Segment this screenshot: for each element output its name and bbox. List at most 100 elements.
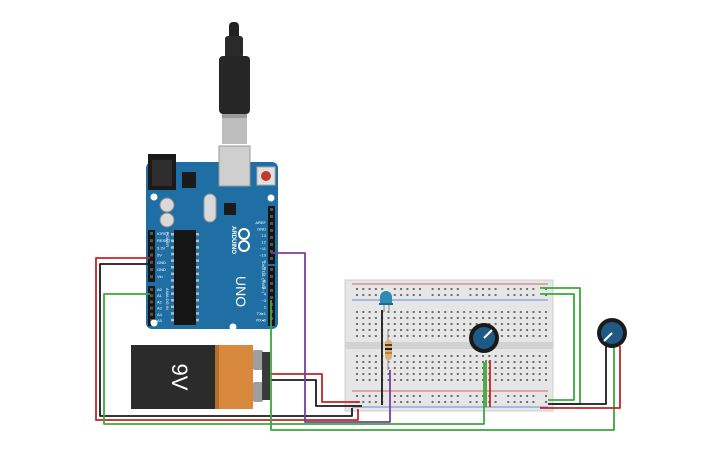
breadboard-hole	[513, 323, 516, 325]
header-pin	[150, 253, 153, 257]
digital-header-upper[interactable]	[268, 206, 275, 264]
wire-arduino-5v[interactable]	[95, 257, 359, 421]
pin-label: 4	[264, 292, 267, 297]
breadboard-hole	[526, 329, 529, 331]
wire-rail-green-2[interactable]	[540, 293, 575, 401]
breadboard-hole	[368, 317, 371, 319]
pin-label: RESET	[157, 238, 171, 243]
header-pin	[150, 294, 153, 298]
breadboard-hole	[500, 367, 503, 369]
breadboard-hole	[400, 288, 403, 290]
breadboard-hole	[412, 288, 415, 290]
breadboard-hole	[356, 335, 358, 337]
header-pin	[150, 246, 153, 250]
breadboard-hole	[400, 367, 403, 369]
header-pin	[270, 236, 273, 239]
pin-label: A2	[157, 299, 163, 304]
battery-cap-shade	[215, 345, 219, 409]
breadboard-hole	[419, 294, 421, 296]
wire-pot2-black[interactable]	[548, 346, 607, 405]
wire-battery-negative[interactable]	[270, 379, 362, 407]
atmega-chip-pins	[171, 233, 199, 322]
breadboard-hole	[356, 373, 358, 375]
breadboard-hole	[419, 335, 421, 337]
breadboard-hole	[532, 355, 535, 357]
breadboard-hole	[437, 323, 440, 325]
breadboard-hole	[545, 361, 547, 363]
breadboard-hole	[456, 395, 459, 397]
pin-label: ~3	[261, 298, 266, 303]
potentiometer-2[interactable]	[597, 318, 627, 348]
breadboard-hole	[482, 317, 484, 319]
breadboard-hole	[362, 395, 365, 397]
chip-pin	[196, 233, 199, 236]
resistor[interactable]	[385, 330, 392, 370]
breadboard-hole	[450, 361, 453, 363]
breadboard-hole	[513, 335, 516, 337]
breadboard-hole	[406, 401, 409, 403]
potentiometer-1[interactable]	[469, 323, 499, 353]
wire-arduino-gnd[interactable]	[99, 263, 353, 417]
chip-pin	[171, 252, 174, 256]
pin-label: A5	[157, 318, 163, 323]
breadboard-hole	[532, 329, 535, 331]
chip-pin	[196, 292, 199, 295]
breadboard-hole	[393, 294, 396, 296]
breadboard-hole	[500, 311, 503, 313]
wire-pot2-red[interactable]	[540, 346, 621, 409]
breadboard-hole	[475, 323, 478, 325]
breadboard-hole	[488, 288, 491, 290]
breadboard-hole	[368, 401, 371, 403]
pin-label: A0	[157, 287, 163, 292]
usb-cable[interactable]	[219, 22, 250, 144]
header-pin	[270, 229, 273, 232]
breadboard-hole	[406, 288, 409, 290]
breadboard-hole	[469, 379, 472, 381]
breadboard-hole	[450, 355, 453, 357]
breadboard-hole	[400, 395, 403, 397]
breadboard-hole	[406, 329, 409, 331]
breadboard-hole	[526, 294, 529, 296]
breadboard-hole	[532, 395, 535, 397]
breadboard-hole	[412, 329, 415, 331]
arduino-uno-board[interactable]: ARDUINO UNO DIGITAL (PWM~) POWER ANALOG …	[146, 145, 278, 331]
breadboard-hole	[400, 335, 403, 337]
breadboard[interactable]	[344, 279, 554, 412]
breadboard-hole	[500, 355, 503, 357]
breadboard-hole	[444, 367, 447, 369]
breadboard-hole	[519, 379, 522, 381]
breadboard-hole	[356, 317, 358, 319]
breadboard-hole	[532, 379, 535, 381]
breadboard-hole	[412, 294, 415, 296]
breadboard-hole	[513, 294, 516, 296]
arduino-logo-icon	[238, 228, 250, 252]
led[interactable]	[379, 291, 393, 312]
breadboard-hole	[374, 323, 377, 325]
breadboard-hole	[532, 401, 535, 403]
breadboard-hole	[425, 373, 428, 375]
breadboard-hole	[507, 311, 510, 313]
breadboard-hole	[532, 361, 535, 363]
wire-digital-led[interactable]	[271, 252, 391, 423]
breadboard-hole	[450, 379, 453, 381]
breadboard-hole	[444, 401, 447, 403]
pin-label: A1	[157, 293, 163, 298]
wire-battery-positive[interactable]	[270, 373, 360, 403]
chip-pin	[171, 279, 174, 282]
breadboard-hole	[374, 355, 377, 357]
analog-header[interactable]	[148, 286, 155, 326]
breadboard-hole	[356, 395, 358, 397]
chip-pin	[171, 239, 174, 243]
breadboard-hole	[431, 367, 434, 369]
breadboard-hole	[368, 323, 371, 325]
digital-section-label: DIGITAL (PWM~)	[261, 262, 266, 294]
breadboard-hole	[500, 373, 503, 375]
battery-9v[interactable]: 9V	[131, 345, 270, 409]
chip-pin	[171, 305, 174, 309]
wire-arduino-a0[interactable]	[103, 293, 485, 425]
breadboard-hole	[431, 361, 434, 363]
wire-digital-green[interactable]	[270, 300, 615, 431]
breadboard-hole	[368, 335, 371, 337]
breadboard-hole	[526, 395, 529, 397]
